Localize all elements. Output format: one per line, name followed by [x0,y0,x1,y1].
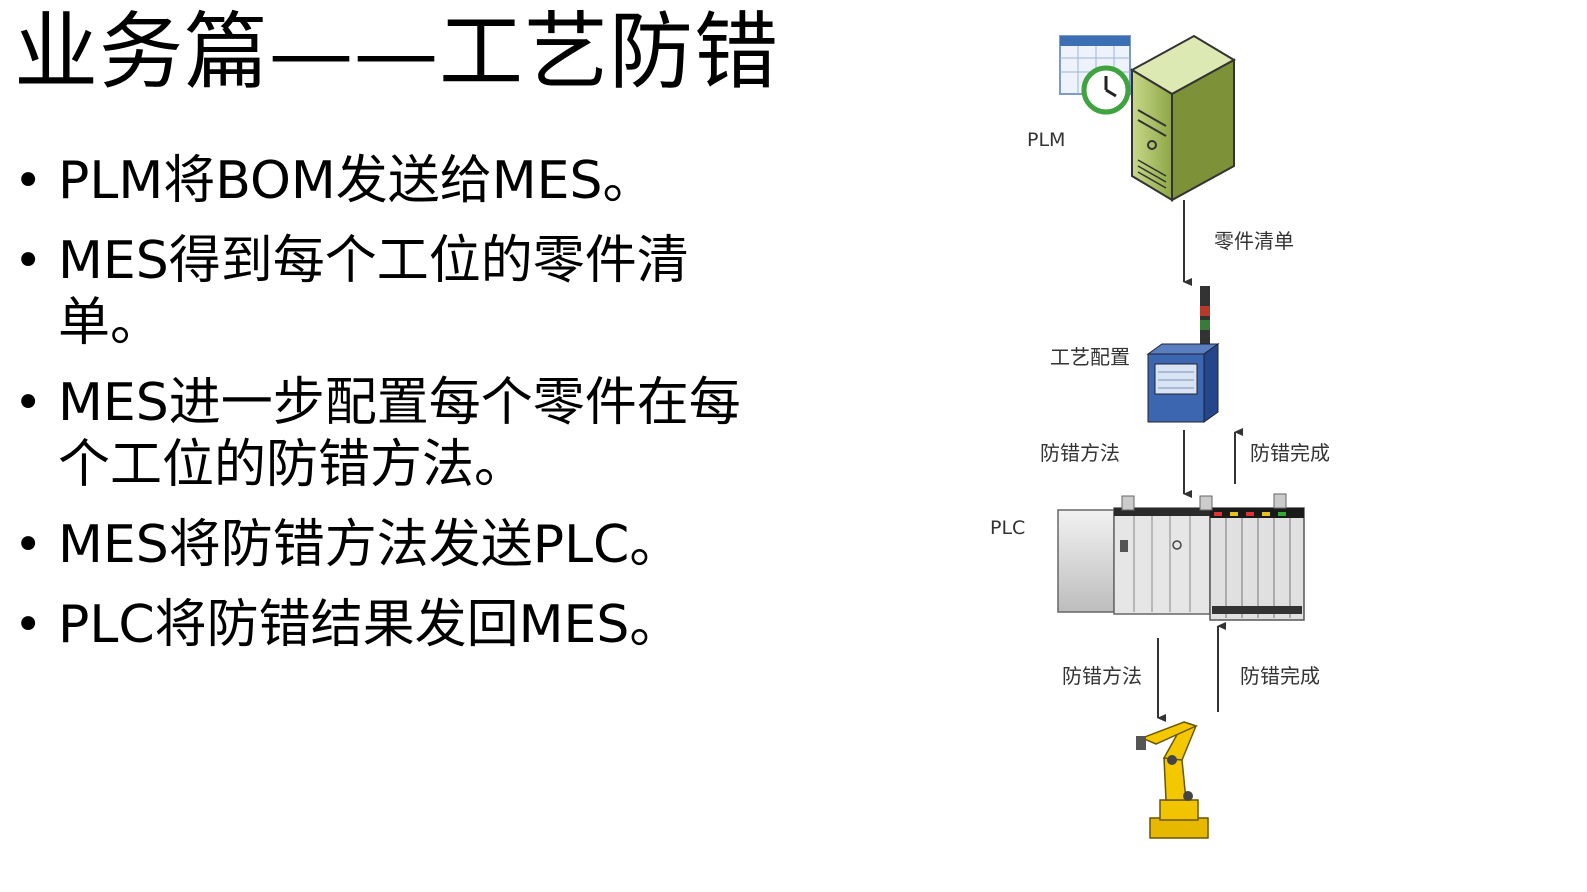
slide-title: 业务篇——工艺防错 [14,3,780,101]
plm-label: PLM [1027,129,1065,151]
done-label-1: 防错完成 [1250,441,1330,465]
process-diagram: PLM 零件清单 工艺配置 防错方法 防错完成 [990,34,1330,839]
bullet-item: • PLC将防错结果发回MES。 [14,594,774,656]
bullet-text: MES进一步配置每个零件在每个工位的防错方法。 [58,373,741,495]
bullet-text: MES将防错方法发送PLC。 [58,515,682,575]
bullet-dot: • [14,233,43,289]
plm-server-icon [1129,34,1237,202]
plc-rack-icon [1057,493,1305,621]
process-config-label: 工艺配置 [1050,345,1130,369]
bullet-dot: • [14,597,43,653]
bullet-dot: • [14,375,43,431]
parts-list-label: 零件清单 [1214,229,1294,253]
bullet-list: • PLM将BOM发送给MES。 • MES得到每个工位的零件清单。 • MES进一步… [14,150,774,674]
bullet-item: • PLM将BOM发送给MES。 [14,150,774,212]
method-label-2: 防错方法 [1062,664,1142,688]
robot-arm-icon [1136,721,1209,839]
bullet-dot: • [14,153,43,209]
plc-label: PLC [990,517,1025,539]
bullet-item: • MES将防错方法发送PLC。 [14,514,774,576]
bullet-text: PLM将BOM发送给MES。 [58,151,655,211]
schedule-icon [1059,35,1131,115]
process-config-device-icon [1146,286,1220,423]
bullet-item: • MES进一步配置每个零件在每个工位的防错方法。 [14,372,774,496]
method-label-1: 防错方法 [1040,441,1120,465]
bullet-text: PLC将防错结果发回MES。 [58,595,682,655]
bullet-text: MES得到每个工位的零件清单。 [58,231,689,353]
done-label-2: 防错完成 [1240,664,1320,688]
bullet-item: • MES得到每个工位的零件清单。 [14,230,774,354]
bullet-dot: • [14,517,43,573]
